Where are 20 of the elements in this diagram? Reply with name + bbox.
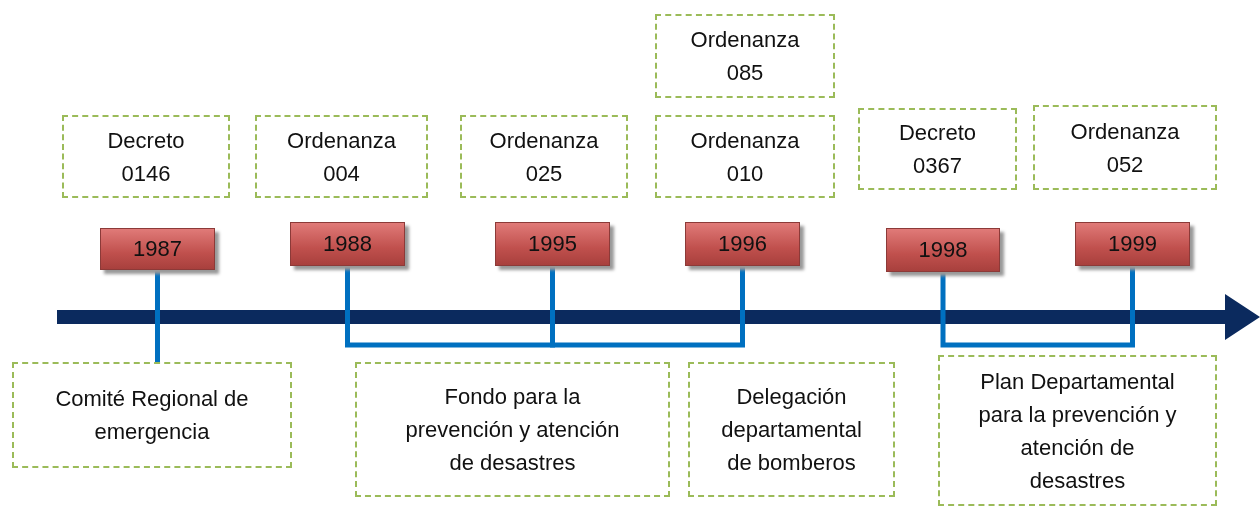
event-box: Fondo para la prevención y atención de desastres [355, 362, 670, 497]
document-box: Decreto 0367 [858, 108, 1017, 190]
connector-line [155, 270, 160, 362]
year-box: 1998 [886, 228, 1000, 272]
year-box: 1995 [495, 222, 610, 266]
document-box: Ordenanza 004 [255, 115, 428, 198]
connector-line [550, 266, 745, 348]
year-box: 1987 [100, 228, 215, 270]
document-box: Ordenanza 010 [655, 115, 835, 198]
year-box: 1996 [685, 222, 800, 266]
document-box: Decreto 0146 [62, 115, 230, 198]
event-box: Delegación departamental de bomberos [688, 362, 895, 497]
connector-line [940, 266, 1135, 348]
event-box: Plan Departamental para la prevención y atención de desastres [938, 355, 1217, 506]
year-box: 1988 [290, 222, 405, 266]
event-box: Comité Regional de emergencia [12, 362, 292, 468]
document-box: Ordenanza 052 [1033, 105, 1217, 190]
document-box: Ordenanza 025 [460, 115, 628, 198]
document-box: Ordenanza 085 [655, 14, 835, 98]
year-box: 1999 [1075, 222, 1190, 266]
